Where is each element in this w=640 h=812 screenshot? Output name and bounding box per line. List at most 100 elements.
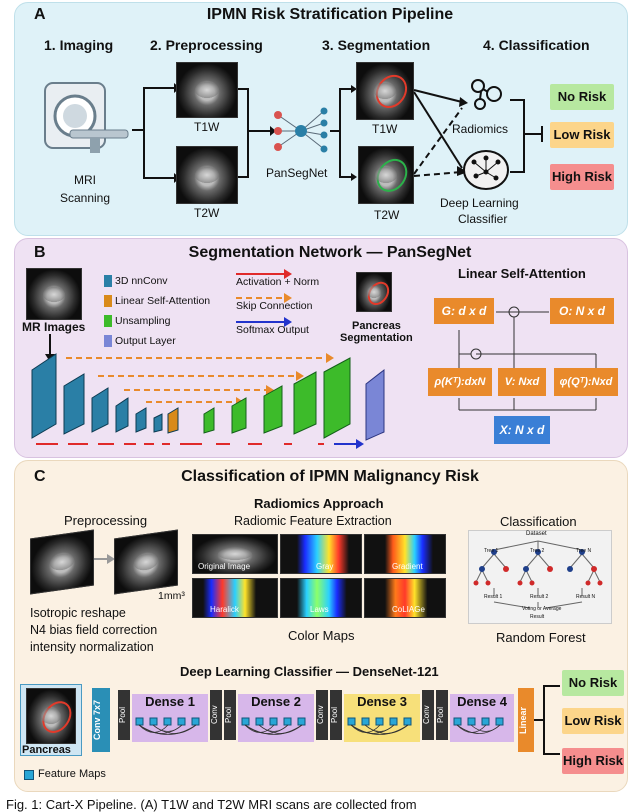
dense-3-label: Dense 3 xyxy=(357,694,407,709)
legend-softmax: Softmax Output xyxy=(236,324,309,336)
mri-label-line2: Scanning xyxy=(59,191,111,205)
map-coliage-label: CoLIAGe xyxy=(392,605,425,614)
crossing-arrows xyxy=(413,89,468,177)
panel-b-title: Segmentation Network — PanSegNet xyxy=(188,244,472,261)
deep-learning-brain-icon xyxy=(463,150,509,190)
map-original-label: Original Image xyxy=(198,562,251,571)
seg-t2w-image xyxy=(358,146,414,204)
lsa-g-box: G: d x d xyxy=(434,298,494,324)
panel-a-label: A xyxy=(34,6,46,23)
risk-high-a: High Risk xyxy=(550,164,614,190)
lsa-title: Linear Self-Attention xyxy=(458,266,586,281)
pancreas-input-image xyxy=(26,688,76,744)
map-coliage xyxy=(364,578,446,618)
step-preprocessing: 2. Preprocessing xyxy=(150,37,263,53)
dl-label-line1: Deep Learning xyxy=(440,196,519,210)
output-label-1: Pancreas xyxy=(352,320,401,332)
mri-scanner-icon xyxy=(44,82,129,153)
seg-t2w-label: T2W xyxy=(374,208,400,222)
step-imaging: 1. Imaging xyxy=(44,37,114,53)
legend-activation: Activation + Norm xyxy=(236,276,320,288)
dense-2-label: Dense 2 xyxy=(251,694,301,709)
dense-1-label: Dense 1 xyxy=(145,694,195,709)
radiomics-icon xyxy=(471,79,502,110)
pool-1: Pool xyxy=(118,690,130,740)
legend-output: Output Layer xyxy=(115,335,176,347)
linear-block: Linear xyxy=(518,688,534,752)
neural-network-icon xyxy=(274,107,328,153)
mr-images-label: MR Images xyxy=(22,320,86,334)
pre-line-1: Isotropic reshape xyxy=(30,606,126,620)
risk-low-c: Low Risk xyxy=(562,708,624,734)
rf-result-2: Result 2 xyxy=(530,594,549,600)
rf-tree-2: Tree 2 xyxy=(530,548,545,554)
lsa-pq-box: φ(Qᵀ):Nxd xyxy=(554,368,618,396)
legend-nnconv: 3D nnConv xyxy=(115,275,168,287)
dense-4-label: Dense 4 xyxy=(457,694,507,709)
to-risk-bracket xyxy=(510,99,543,173)
output-seg-image xyxy=(356,272,392,312)
rf-result-n: Result N xyxy=(576,594,596,600)
legend-skip: Skip Connection xyxy=(236,300,313,312)
rf-dataset: Dataset xyxy=(526,531,547,537)
panel-a-title: IPMN Risk Stratification Pipeline xyxy=(206,6,454,23)
pansegnet-architecture xyxy=(31,353,385,449)
random-forest-trees xyxy=(473,540,603,609)
lsa-v-box: V: Nxd xyxy=(498,368,546,396)
feature-extraction-label: Radiomic Feature Extraction xyxy=(234,514,392,528)
panel-c-label: C xyxy=(34,468,46,485)
dl-to-risk-bracket xyxy=(534,685,560,755)
panel-c-title: Classification of IPMN Malignancy Risk xyxy=(181,468,479,485)
map-laws-label: Laws xyxy=(310,605,329,614)
random-forest-label: Random Forest xyxy=(496,630,586,645)
seg-t1w-image xyxy=(356,62,414,120)
pre-line-3: intensity normalization xyxy=(30,640,154,654)
panel-b-label: B xyxy=(34,244,46,261)
t1w-label: T1W xyxy=(194,120,220,134)
pre-volume-before xyxy=(30,529,94,595)
risk-no-a: No Risk xyxy=(550,84,614,110)
legend-upsampling: Unsampling xyxy=(115,315,171,327)
densenet-title: Deep Learning Classifier — DenseNet-121 xyxy=(180,664,439,679)
risk-low-a: Low Risk xyxy=(550,122,614,148)
color-maps-label: Color Maps xyxy=(288,628,355,643)
map-laws xyxy=(280,578,362,618)
rf-voting: Voting or Average xyxy=(522,606,562,612)
rf-result: Result xyxy=(530,614,545,620)
legend-arrows xyxy=(236,269,292,327)
random-forest-panel xyxy=(468,530,612,624)
map-gray xyxy=(280,534,362,574)
pre-volume-after xyxy=(114,529,178,595)
lsa-diagram xyxy=(458,306,597,411)
legend-attention-swatch xyxy=(104,295,112,307)
legend-attention: Linear Self-Attention xyxy=(115,295,211,307)
pancreas-label: Pancreas xyxy=(22,744,71,756)
mm-label: 1mm³ xyxy=(158,590,185,602)
rf-result-1: Result 1 xyxy=(484,594,503,600)
classification-label: Classification xyxy=(500,514,577,529)
map-gradient-label: Gradient xyxy=(392,562,423,571)
map-original xyxy=(192,534,278,574)
legend-nnconv-swatch xyxy=(104,275,112,287)
mr-images-stack xyxy=(26,268,82,320)
map-haralick xyxy=(192,578,278,618)
map-gradient xyxy=(364,534,446,574)
mri-label-line1: MRI xyxy=(74,173,96,187)
output-label-2: Segmentation xyxy=(340,332,413,344)
t2w-label: T2W xyxy=(194,206,220,220)
feature-maps-legend-swatch xyxy=(24,770,34,780)
pansegnet-label: PanSegNet xyxy=(266,166,328,180)
conv7-block: Conv 7x7 xyxy=(92,688,110,752)
step-classification: 4. Classification xyxy=(483,37,590,53)
radiomics-approach-title: Radiomics Approach xyxy=(254,496,384,511)
step-segmentation: 3. Segmentation xyxy=(322,37,431,53)
t1w-image xyxy=(176,62,238,118)
panel-a xyxy=(14,2,628,236)
rf-tree-n: Tree N xyxy=(576,548,592,554)
mri-branch-lines xyxy=(132,83,180,183)
map-haralick-label: Haralick xyxy=(210,605,239,614)
lsa-pk-box: ρ(Kᵀ):dxN xyxy=(428,368,492,396)
from-network-arrows xyxy=(330,85,357,181)
rf-tree-1: Tree 1 xyxy=(484,548,499,554)
seg-t1w-label: T1W xyxy=(372,122,398,136)
